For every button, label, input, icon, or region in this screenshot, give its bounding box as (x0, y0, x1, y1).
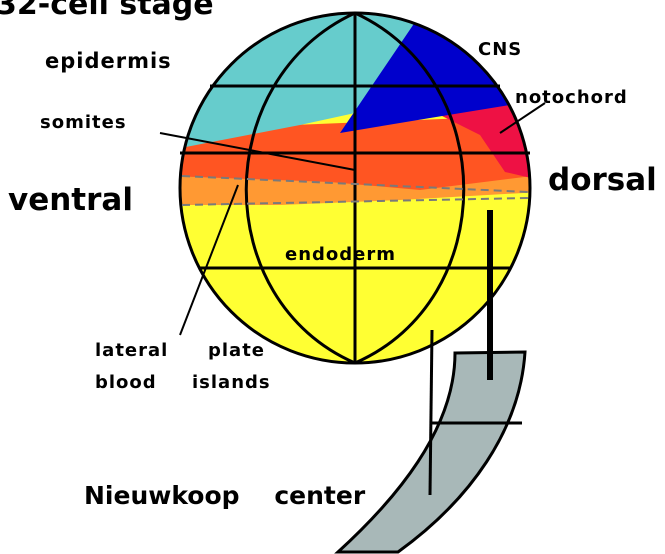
label-notochord: notochord (515, 87, 628, 108)
label-lateral: lateral (95, 340, 168, 361)
label-plate: plate (208, 340, 265, 361)
label-dorsal: dorsal (548, 162, 657, 198)
center-pointer (430, 330, 432, 495)
label-endoderm: endoderm (285, 244, 396, 265)
label-cns: CNS (478, 39, 522, 60)
label-ventral: ventral (8, 182, 133, 218)
diagram-title: 32-cell stage (0, 0, 214, 22)
label-somites: somites (40, 112, 127, 133)
label-blood: blood (95, 372, 157, 393)
label-epidermis: epidermis (45, 49, 172, 73)
label-islands: islands (192, 372, 271, 393)
label-nieuwkoop-center: Nieuwkoop center (84, 481, 366, 510)
